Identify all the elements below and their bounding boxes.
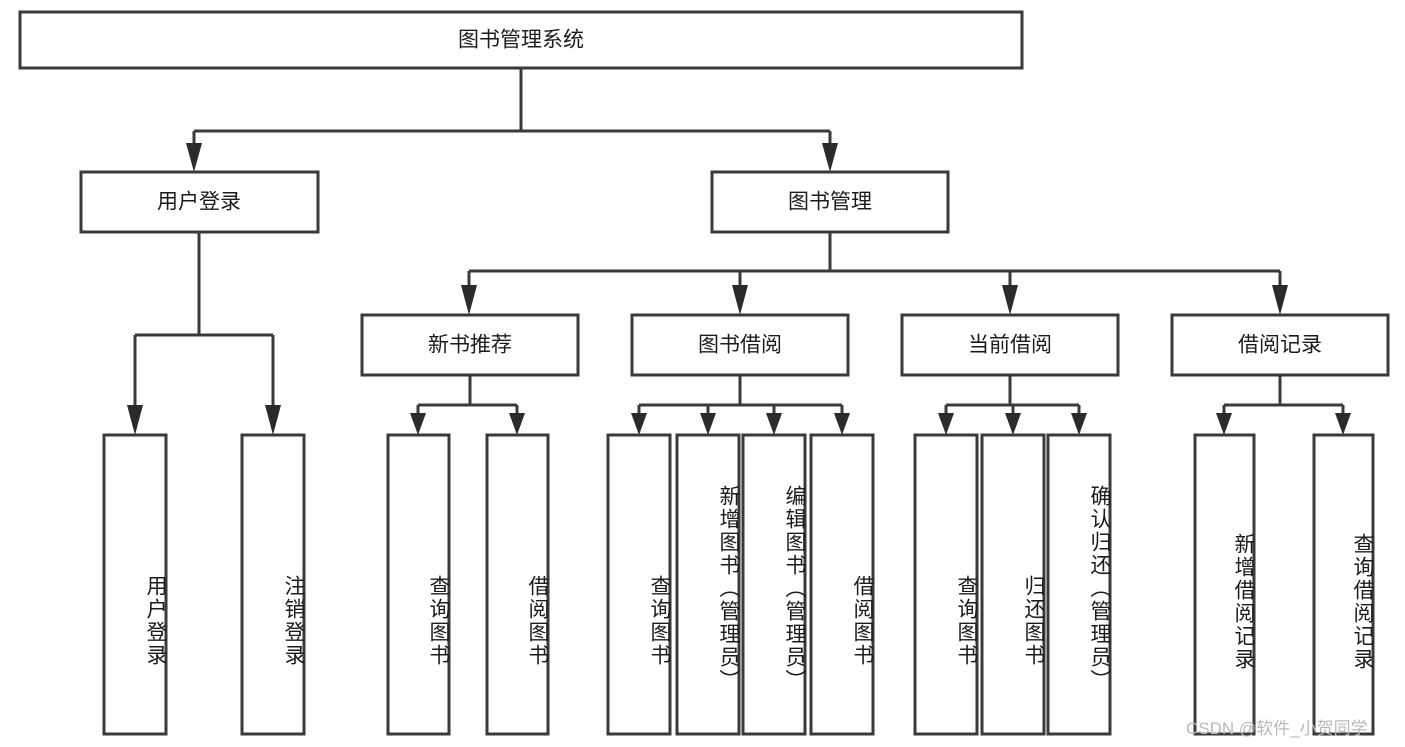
leaf-new-book-1[interactable] xyxy=(485,433,550,736)
node-book-borrow[interactable]: 图书借阅 xyxy=(630,313,850,377)
node-borrow-record-label: 借阅记录 xyxy=(1238,334,1322,357)
watermark: CSDN @软件_小贺同学 xyxy=(1186,719,1368,738)
node-user-login-label: 用户登录 xyxy=(157,191,241,214)
connector-bookborrow-to-leaves xyxy=(631,375,850,435)
leaf-user-login-0[interactable] xyxy=(102,433,168,736)
node-borrow-record[interactable]: 借阅记录 xyxy=(1170,313,1390,377)
leaf-current-borrow-1[interactable] xyxy=(980,433,1046,736)
node-book-management[interactable]: 图书管理 xyxy=(710,170,950,234)
node-current-borrow-label: 当前借阅 xyxy=(968,334,1052,357)
leaf-current-borrow-2[interactable] xyxy=(1046,433,1112,736)
connector-userlogin-to-leaves xyxy=(127,232,281,435)
connector-newbook-to-leaves xyxy=(410,375,525,435)
node-book-management-label: 图书管理 xyxy=(788,191,872,214)
leaf-borrow-record-1[interactable] xyxy=(1312,433,1375,736)
node-current-borrow[interactable]: 当前借阅 xyxy=(900,313,1120,377)
leaf-current-borrow-0[interactable] xyxy=(913,433,979,736)
connector-root-to-level1 xyxy=(186,68,838,172)
node-root[interactable]: 图书管理系统 xyxy=(18,10,1024,70)
connector-borrowrecord-to-leaves xyxy=(1216,375,1351,435)
node-user-login[interactable]: 用户登录 xyxy=(79,170,320,234)
node-root-label: 图书管理系统 xyxy=(458,29,584,52)
leaf-book-borrow-3[interactable] xyxy=(809,433,875,736)
leaf-book-borrow-2[interactable] xyxy=(741,433,807,736)
connector-bookmgmt-to-level2 xyxy=(461,232,1288,315)
leaf-book-borrow-1[interactable] xyxy=(675,433,741,736)
connector-currentborrow-to-leaves xyxy=(938,375,1087,435)
node-new-book-recommend-label: 新书推荐 xyxy=(428,334,512,357)
leaf-new-book-0[interactable] xyxy=(386,433,451,736)
node-book-borrow-label: 图书借阅 xyxy=(698,334,782,357)
leaf-borrow-record-0[interactable] xyxy=(1193,433,1256,736)
node-new-book-recommend[interactable]: 新书推荐 xyxy=(360,313,580,377)
leaf-user-login-1[interactable] xyxy=(240,433,306,736)
leaf-book-borrow-0[interactable] xyxy=(606,433,672,736)
